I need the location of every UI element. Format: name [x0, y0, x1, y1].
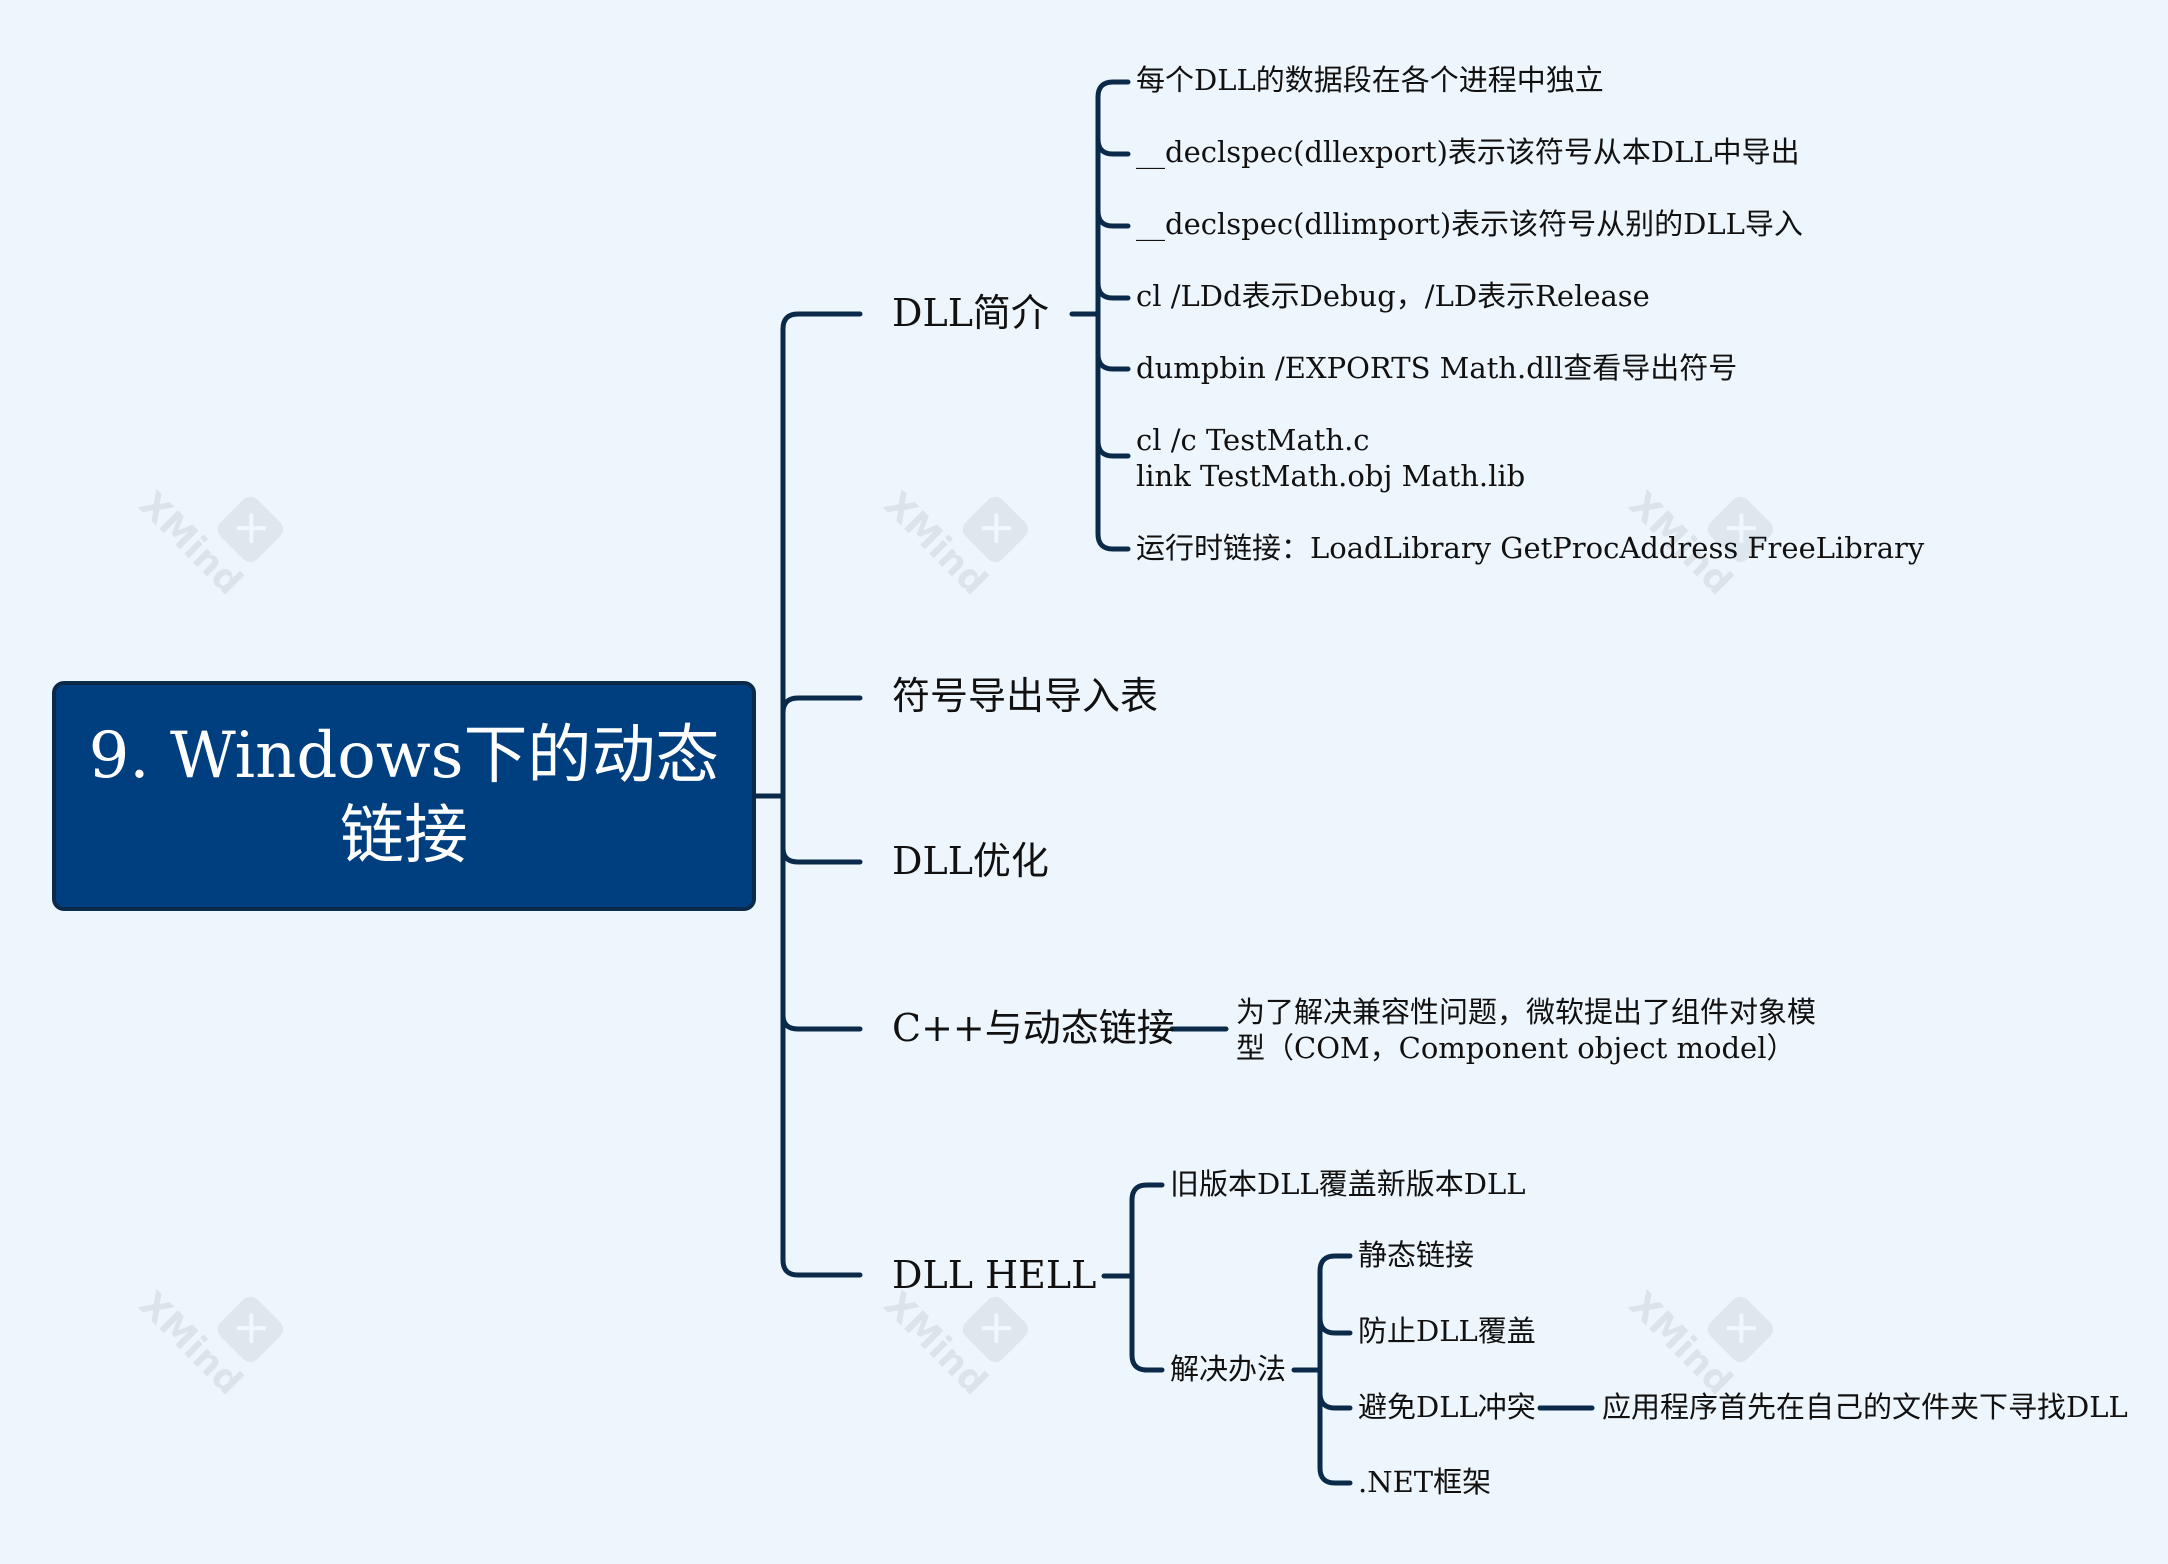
- dll-intro-item-multiline[interactable]: cl /c TestMath.c link TestMath.obj Math.…: [1136, 423, 1526, 493]
- main-trunk: [780, 311, 863, 1278]
- cpp-com-note[interactable]: 为了解决兼容性问题，微软提出了组件对象模 型（COM，Component obj…: [1236, 995, 1817, 1065]
- branch-cpp: [780, 1012, 863, 1032]
- dll-intro-item[interactable]: dumpbin /EXPORTS Math.dll查看导出符号: [1136, 351, 1738, 385]
- branch-dll-opt: [780, 845, 863, 865]
- topic-symbol-table[interactable]: 符号导出导入表: [892, 674, 1159, 718]
- dll-intro-item[interactable]: __declspec(dllimport)表示该符号从别的DLL导入: [1136, 207, 1803, 241]
- topic-cpp-dynamic-link[interactable]: C++与动态链接: [892, 1006, 1175, 1050]
- solution-avoid-conflict[interactable]: 避免DLL冲突: [1358, 1390, 1536, 1424]
- topic-dll-opt[interactable]: DLL优化: [892, 839, 1049, 883]
- topic-dll-hell[interactable]: DLL HELL: [892, 1253, 1097, 1297]
- solution-avoid-conflict-detail[interactable]: 应用程序首先在自己的文件夹下寻找DLL: [1602, 1390, 2128, 1424]
- root-title-line2: 链接: [340, 799, 468, 873]
- solution-prevent-overwrite[interactable]: 防止DLL覆盖: [1358, 1314, 1536, 1348]
- dll-intro-item[interactable]: 运行时链接：LoadLibrary GetProcAddress FreeLib…: [1136, 531, 1925, 565]
- dll-intro-spine: [1095, 79, 1131, 552]
- dll-hell-solution[interactable]: 解决办法: [1170, 1352, 1287, 1386]
- solution-spine: [1317, 1253, 1353, 1486]
- root-title-line1: 9. Windows下的动态: [88, 719, 720, 793]
- dll-intro-item[interactable]: __declspec(dllexport)表示该符号从本DLL中导出: [1136, 135, 1800, 169]
- dll-intro-item[interactable]: cl /LDd表示Debug，/LD表示Release: [1136, 279, 1650, 313]
- solution-dotnet[interactable]: .NET框架: [1358, 1465, 1492, 1499]
- branch-symbol-table: [780, 695, 863, 716]
- dll-hell-spine: [1129, 1182, 1165, 1373]
- topic-dll-intro[interactable]: DLL简介: [892, 291, 1049, 335]
- solution-static-link[interactable]: 静态链接: [1358, 1238, 1475, 1272]
- dll-intro-item[interactable]: 每个DLL的数据段在各个进程中独立: [1136, 63, 1604, 97]
- dll-hell-old-over-new[interactable]: 旧版本DLL覆盖新版本DLL: [1170, 1167, 1526, 1201]
- root-topic[interactable]: 9. Windows下的动态 链接: [52, 681, 756, 911]
